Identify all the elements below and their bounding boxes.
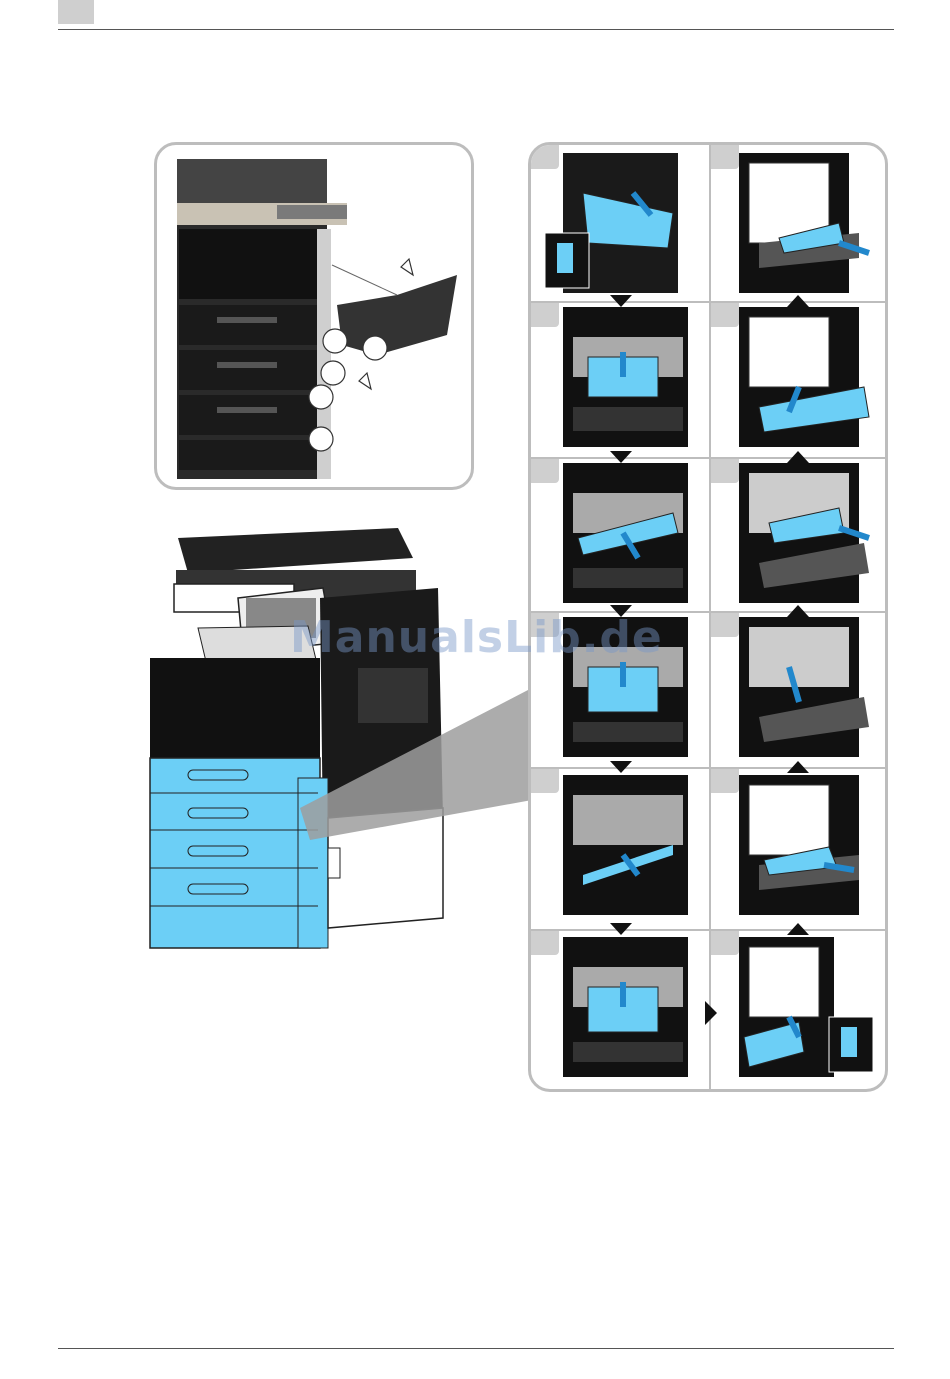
arrow-up-icon bbox=[787, 295, 809, 307]
step-number-tab bbox=[531, 303, 559, 327]
step-image bbox=[543, 153, 693, 293]
step-image bbox=[729, 617, 879, 757]
step-image bbox=[729, 463, 879, 603]
header-tab bbox=[58, 0, 94, 24]
step-image bbox=[543, 775, 693, 915]
step-image bbox=[729, 775, 879, 915]
row-divider bbox=[531, 929, 885, 931]
row-divider bbox=[531, 301, 885, 303]
step-image bbox=[729, 307, 879, 447]
watermark: ManualsLib.de bbox=[290, 612, 663, 663]
header-rule bbox=[58, 29, 894, 30]
footer-rule bbox=[58, 1348, 894, 1349]
arrow-right-icon bbox=[705, 1001, 717, 1025]
arrow-up-icon bbox=[787, 605, 809, 617]
arrow-up-icon bbox=[787, 451, 809, 463]
step-number-tab bbox=[711, 145, 739, 169]
step-number-tab bbox=[711, 931, 739, 955]
step-image bbox=[543, 937, 693, 1077]
arrow-down-icon bbox=[610, 295, 632, 307]
callout-connector bbox=[300, 690, 540, 840]
step-number-tab bbox=[531, 769, 559, 793]
step-number-tab bbox=[531, 459, 559, 483]
step-number-tab bbox=[711, 459, 739, 483]
arrow-down-icon bbox=[610, 451, 632, 463]
row-divider bbox=[531, 767, 885, 769]
row-divider bbox=[531, 457, 885, 459]
arrow-down-icon bbox=[610, 923, 632, 935]
step-image bbox=[543, 463, 693, 603]
step-image bbox=[729, 153, 879, 293]
step-number-tab bbox=[531, 931, 559, 955]
step-number-tab bbox=[711, 769, 739, 793]
arrow-down-icon bbox=[610, 761, 632, 773]
step-number-tab bbox=[711, 613, 739, 637]
arrow-up-icon bbox=[787, 761, 809, 773]
step-number-tab bbox=[711, 303, 739, 327]
overview-frame bbox=[154, 142, 474, 490]
overview-illustration bbox=[157, 145, 471, 487]
step-number-tab bbox=[531, 145, 559, 169]
step-image bbox=[543, 307, 693, 447]
step-image bbox=[729, 937, 879, 1077]
arrow-up-icon bbox=[787, 923, 809, 935]
